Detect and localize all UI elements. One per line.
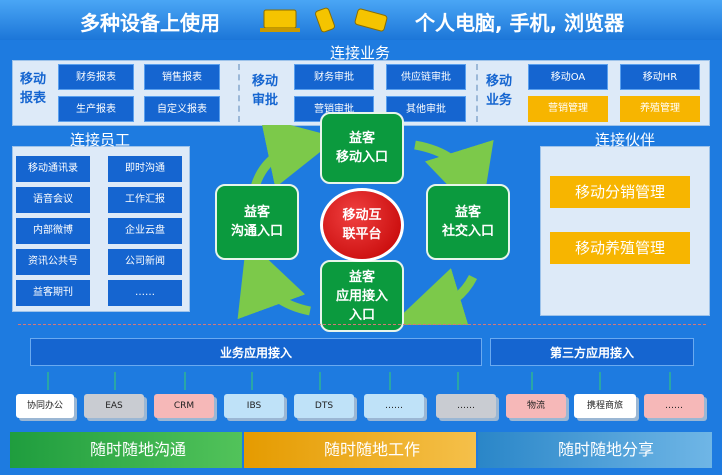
laptop-phone-icon [260,7,388,33]
mobile-entry[interactable]: 益客 移动入口 [320,112,404,184]
tile-share: 随时随地分享 [478,432,712,468]
divider [476,64,478,122]
system-collab-office[interactable]: 协同办公 [16,394,74,418]
entry-line: 益客 [348,269,375,285]
group-label-line: 业务 [486,93,513,108]
group-label-report: 移动 报表 [20,70,46,108]
app-access-entry[interactable]: 益客 应用接入 入口 [320,260,404,332]
social-entry[interactable]: 益客 社交入口 [426,184,510,260]
report-custom[interactable]: 自定义报表 [144,96,220,122]
business-oa[interactable]: 移动OA [528,64,608,90]
emp-company-news[interactable]: 公司新闻 [108,249,182,275]
group-label-business: 移动 业务 [486,72,512,110]
banner-left-text: 多种设备上使用 [80,11,220,35]
system-ctrip[interactable]: 携程商旅 [574,394,636,418]
partner-farming[interactable]: 移动养殖管理 [550,232,690,264]
report-finance[interactable]: 财务报表 [58,64,134,90]
employees-title: 连接员工 [69,131,130,149]
emp-weibo[interactable]: 内部微博 [16,218,90,244]
group-label-line: 报表 [20,91,47,106]
communication-entry[interactable]: 益客 沟通入口 [215,184,299,260]
tile-work: 随时随地工作 [244,432,476,468]
entry-line: 沟通入口 [230,224,283,239]
third-party-access-bar[interactable]: 第三方应用接入 [490,338,694,366]
emp-more[interactable]: …… [108,280,182,306]
entry-line: 应用接入 [335,288,388,304]
approval-supply-chain[interactable]: 供应链审批 [386,64,466,90]
system-dts[interactable]: DTS [294,394,354,418]
emp-public-account[interactable]: 资讯公共号 [16,249,90,275]
partners-title: 连接伙伴 [594,131,655,149]
tile-label: 随时随地工作 [324,440,421,459]
business-farming[interactable]: 养殖管理 [620,96,700,122]
report-sales[interactable]: 销售报表 [144,64,220,90]
entry-line: 入口 [348,307,375,323]
entry-line: 益客 [348,131,375,146]
system-eas[interactable]: EAS [84,394,144,418]
group-label-line: 移动 [252,74,279,89]
connector-lines [47,372,671,390]
partner-distribution[interactable]: 移动分销管理 [550,176,690,208]
emp-voice-meeting[interactable]: 语音会议 [16,187,90,213]
entry-line: 移动入口 [335,150,388,165]
core-platform[interactable]: 移动互 联平台 [320,188,404,262]
emp-work-report[interactable]: 工作汇报 [108,187,182,213]
business-hr[interactable]: 移动HR [620,64,700,90]
system-more-2[interactable]: …… [436,394,496,418]
system-more-1[interactable]: …… [364,394,424,418]
system-logistics[interactable]: 物流 [506,394,566,418]
tile-communicate: 随时随地沟通 [10,432,242,468]
cycle-arrows [237,125,494,325]
system-more-3[interactable]: …… [644,394,704,418]
partners-panel [540,146,710,316]
group-label-approval: 移动 审批 [252,72,278,110]
group-label-line: 移动 [486,74,513,89]
emp-cloud-disk[interactable]: 企业云盘 [108,218,182,244]
divider [238,64,240,122]
entry-line: 益客 [454,205,481,220]
approval-finance[interactable]: 财务审批 [294,64,374,90]
business-access-bar[interactable]: 业务应用接入 [30,338,482,366]
group-label-line: 审批 [252,93,279,108]
business-title: 连接业务 [329,44,390,62]
report-production[interactable]: 生产报表 [58,96,134,122]
tile-label: 随时随地沟通 [90,440,187,459]
banner-right-text: 个人电脑, 手机, 浏览器 [415,11,625,35]
entry-line: 社交入口 [441,224,494,239]
group-label-line: 移动 [20,72,47,87]
system-crm[interactable]: CRM [154,394,214,418]
core-line: 联平台 [342,227,382,242]
tile-label: 随时随地分享 [558,440,655,459]
dashed-frame [18,324,706,325]
emp-contacts[interactable]: 移动通讯录 [16,156,90,182]
device-icons [258,6,408,34]
entry-line: 益客 [243,205,270,220]
system-ibs[interactable]: IBS [224,394,284,418]
business-marketing[interactable]: 营销管理 [528,96,608,122]
core-line: 移动互 [342,208,382,223]
emp-instant-chat[interactable]: 即时沟通 [108,156,182,182]
emp-journal[interactable]: 益客期刊 [16,280,90,306]
